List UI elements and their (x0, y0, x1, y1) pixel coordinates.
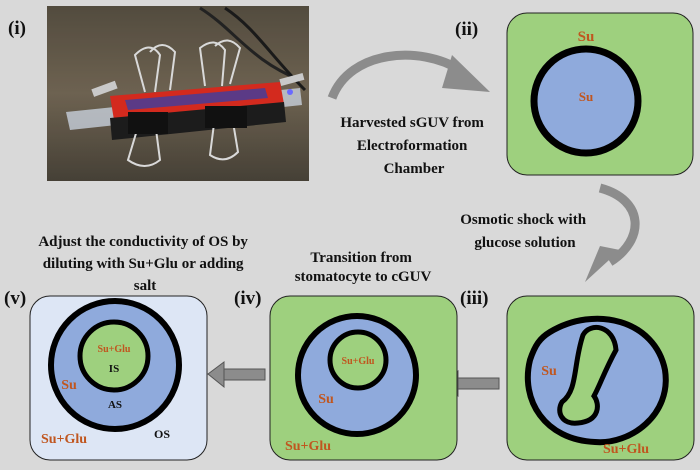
label-ii-inner: Su (579, 89, 593, 104)
arrow-osmotic (585, 183, 640, 282)
electroformation-chamber-photo (47, 6, 309, 181)
panel-label-iii: (iii) (460, 288, 489, 309)
label-iii-outer: Su+Glu (603, 442, 649, 457)
caption-harvest: Harvested sGUV from Electroformation Cha… (340, 115, 487, 177)
panel-ii (506, 12, 694, 176)
label-ii-outer: Su (578, 29, 595, 45)
arrow-harvest (327, 50, 490, 100)
arrow-adjust (207, 361, 266, 389)
label-v-outer: Su+Glu (41, 432, 87, 447)
panel-label-v: (v) (4, 288, 26, 309)
label-v-is-fill: Su+Glu (98, 344, 131, 355)
label-v-is: IS (109, 363, 119, 375)
label-iii-inner: Su (541, 364, 557, 379)
panel-v (29, 295, 208, 461)
label-v-os: OS (154, 427, 170, 441)
panel-label-i: (i) (8, 18, 26, 39)
panel-iii (506, 295, 695, 461)
caption-transition: Transition from stomatocyte to cGUV (295, 250, 432, 285)
label-iv-outer: Su+Glu (285, 439, 331, 454)
panel-label-iv: (iv) (234, 288, 261, 309)
caption-adjust: Adjust the conductivity of OS by dilutin… (38, 234, 251, 294)
panel-iv (269, 295, 458, 461)
caption-osmotic: Osmotic shock with glucose solution (460, 212, 590, 251)
label-v-as: AS (108, 399, 122, 411)
label-iv-is: Su+Glu (342, 356, 375, 367)
label-iv-as: Su (318, 392, 334, 407)
label-v-as-fill: Su (61, 378, 77, 393)
panel-label-ii: (ii) (455, 19, 478, 40)
